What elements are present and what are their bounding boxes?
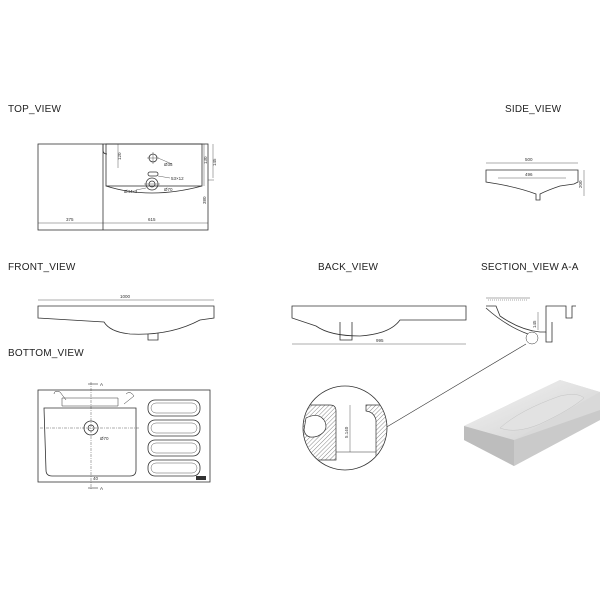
side-view bbox=[485, 162, 585, 201]
dim-section-depth: 145 bbox=[532, 320, 537, 328]
section-mark-top: A bbox=[100, 382, 103, 387]
section-mark-bottom: A bbox=[100, 486, 103, 491]
top-view-deck bbox=[105, 143, 203, 187]
dim-front-length: 1000 bbox=[120, 294, 131, 299]
bottom-basin bbox=[43, 407, 137, 477]
bottom-view bbox=[37, 382, 211, 490]
top-view-title: TOP_VIEW bbox=[8, 104, 62, 115]
overflow-slot bbox=[147, 171, 159, 177]
dim-top-depth: 120 bbox=[117, 152, 122, 160]
front-view-outline bbox=[37, 305, 215, 335]
back-view-title: BACK_VIEW bbox=[318, 262, 379, 273]
top-view-dims: 375 615 120 130 145 380 Ø35 53×12 Ø70 Ø4… bbox=[66, 152, 217, 222]
section-view-title: SECTION_VIEW A-A bbox=[481, 262, 579, 273]
bottom-view-outline bbox=[37, 389, 211, 483]
dim-bottom-offset: 40 bbox=[93, 476, 99, 481]
side-view-title: SIDE_VIEW bbox=[505, 104, 562, 115]
render-view bbox=[464, 380, 600, 466]
back-view-outline bbox=[291, 305, 467, 337]
detail-leader bbox=[384, 343, 527, 429]
storage-slot-3 bbox=[147, 439, 201, 457]
dim-depth-a: 130 bbox=[203, 156, 208, 164]
front-view bbox=[37, 299, 215, 341]
storage-slot-2 bbox=[147, 419, 201, 437]
dim-detail: 5.140 bbox=[344, 426, 349, 438]
dim-hole1: Ø35 bbox=[164, 162, 173, 167]
side-view-outline bbox=[485, 169, 579, 201]
front-view-title: FRONT_VIEW bbox=[8, 262, 76, 273]
bottom-view-title: BOTTOM_VIEW bbox=[8, 348, 84, 359]
dim-depth-b: 145 bbox=[212, 158, 217, 166]
dim-right-width: 615 bbox=[148, 217, 156, 222]
bottom-view-dims: A A Ø70 40 bbox=[93, 382, 109, 491]
section-detail-circle bbox=[525, 331, 539, 345]
back-view bbox=[291, 305, 467, 345]
dim-waste: Ø44x3 bbox=[124, 189, 138, 194]
storage-slot-1 bbox=[147, 399, 201, 417]
dim-side-top: 500 bbox=[525, 157, 533, 162]
dim-overall-depth: 380 bbox=[202, 196, 207, 204]
side-view-dims: 500 496 200 bbox=[525, 157, 583, 188]
dim-back-length: 995 bbox=[376, 338, 384, 343]
storage-slot-4 bbox=[147, 459, 201, 477]
dim-slot: 53×12 bbox=[171, 176, 184, 181]
detail-view: 5.140 bbox=[302, 385, 388, 471]
dim-bottom-drain: Ø70 bbox=[100, 436, 109, 441]
dim-side-height: 200 bbox=[578, 180, 583, 188]
section-view bbox=[485, 297, 576, 345]
dim-left-width: 375 bbox=[66, 217, 74, 222]
top-view bbox=[37, 143, 214, 231]
dim-side-inner: 496 bbox=[525, 172, 533, 177]
dim-hole2: Ø70 bbox=[164, 187, 173, 192]
top-view-outline bbox=[37, 143, 209, 231]
section-profile bbox=[486, 305, 576, 333]
